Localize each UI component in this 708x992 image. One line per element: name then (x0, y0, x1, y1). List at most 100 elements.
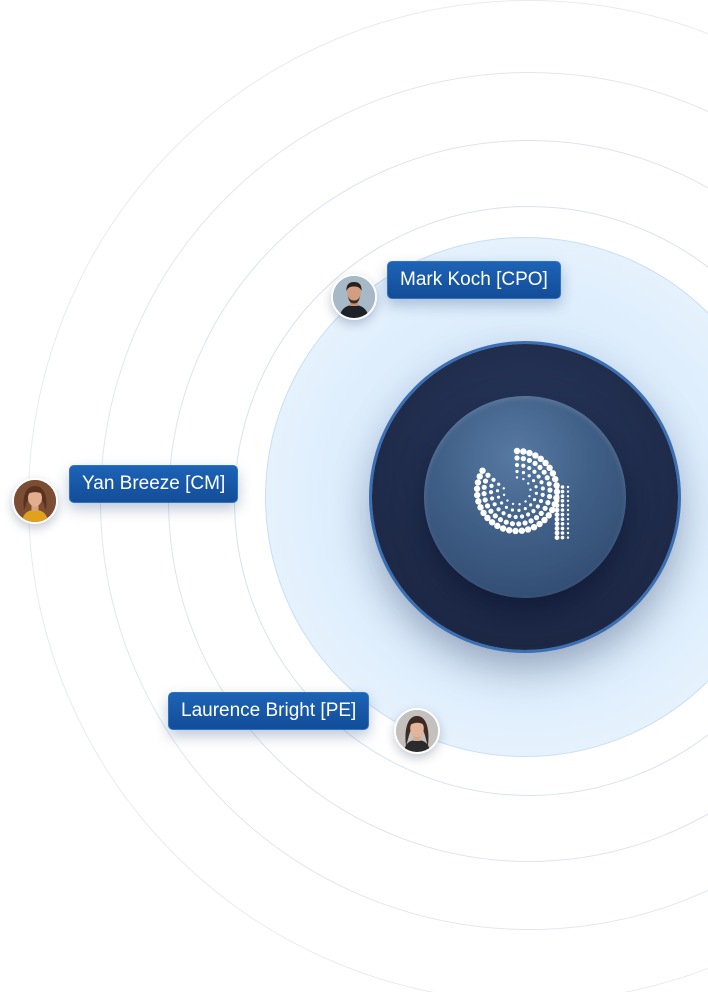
logo-dot (531, 479, 536, 483)
logo-dot (560, 494, 565, 498)
logo-dot (560, 508, 565, 512)
logo-dot (502, 487, 505, 490)
logo-dot (474, 479, 482, 486)
logo-dot (526, 457, 533, 464)
logo-dot (549, 470, 557, 477)
logo-dot (490, 496, 495, 501)
logo-dot (560, 512, 565, 517)
logo-dot (536, 520, 543, 528)
logo-dot (513, 447, 521, 455)
logo-dot (566, 522, 570, 525)
logo-dot (496, 507, 501, 512)
logo-dot (515, 469, 519, 474)
logo-dot (547, 487, 553, 493)
logo-dot (560, 522, 565, 526)
logo-dot (475, 498, 482, 505)
logo-dot (514, 462, 520, 468)
logo-dot (492, 513, 498, 519)
logo-dot (538, 510, 544, 516)
logo-dot (554, 516, 560, 522)
person-tag-label: Mark Koch [CPO] (400, 269, 548, 290)
logo-dot (503, 519, 509, 525)
dotted-a-logo-icon (473, 447, 570, 540)
logo-dot (560, 489, 565, 494)
logo-dot (504, 505, 509, 509)
logo-dot (531, 509, 536, 514)
logo-dot (538, 498, 544, 504)
logo-dot (566, 495, 570, 498)
logo-dot (541, 469, 547, 475)
logo-dot (554, 498, 560, 504)
logo-dot (548, 506, 556, 514)
logo-dot (484, 514, 491, 522)
logo-dot (510, 508, 515, 512)
logo-dot (522, 520, 528, 526)
logo-dot (512, 527, 519, 535)
logo-dot (554, 493, 560, 499)
logo-dot (554, 512, 560, 517)
avatar-mark-koch[interactable] (331, 274, 377, 320)
logo-dot (566, 485, 570, 489)
logo-dot (528, 494, 531, 498)
logo-dot (525, 512, 531, 517)
logo-dot (506, 499, 509, 502)
logo-dot (540, 486, 545, 491)
logo-dot (560, 517, 565, 521)
avatar-yan-breeze[interactable] (12, 478, 58, 524)
logo-dot (566, 490, 570, 493)
person-tag-yan-breeze[interactable]: Yan Breeze [CM] (69, 465, 239, 503)
logo-dot (488, 508, 494, 514)
logo-dot (546, 481, 552, 487)
person-tag-label: Laurence Bright [PE] (181, 700, 357, 721)
logo-dot (534, 491, 538, 495)
logo-dot (560, 499, 565, 503)
logo-dot (480, 509, 487, 517)
logo-dot (566, 527, 570, 530)
logo-dot (566, 518, 570, 521)
logo-dot (545, 500, 551, 506)
person-tag-laurence-bright[interactable]: Laurence Bright [PE] (168, 692, 370, 730)
logo-dot (499, 501, 504, 505)
logo-dot (522, 477, 525, 481)
avatar-laurence-bright[interactable] (394, 708, 440, 754)
logo-dot (511, 502, 515, 506)
female-portrait-icon (14, 480, 56, 522)
logo-dot (552, 476, 559, 483)
logo-dot (497, 482, 501, 486)
male-portrait-icon (333, 276, 375, 318)
logo-dot (526, 449, 533, 457)
logo-dot (481, 484, 487, 490)
logo-dot (554, 526, 560, 531)
logo-dot (524, 500, 527, 503)
logo-dot (542, 505, 548, 511)
logo-dot (554, 521, 560, 527)
logo-dot (566, 508, 570, 512)
logo-dot (521, 463, 526, 468)
logo-dot (560, 526, 565, 531)
logo-dot (529, 503, 533, 507)
logo-dot (554, 507, 560, 513)
logo-dot (528, 518, 534, 524)
logo-dot (485, 472, 491, 478)
logo-dot (494, 522, 501, 530)
logo-dot (495, 489, 500, 493)
logo-dot (509, 521, 516, 527)
logo-dot (479, 467, 486, 474)
logo-dot (541, 516, 548, 524)
logo-dot (554, 489, 560, 494)
logo-dot (519, 514, 525, 519)
logo-dot (481, 491, 487, 497)
logo-dot (491, 477, 496, 482)
logo-dot (474, 491, 481, 499)
logo-dot (514, 455, 520, 461)
logo-dot (517, 508, 521, 512)
logo-dot (532, 497, 537, 502)
logo-dot (527, 465, 532, 471)
person-tag-mark-koch[interactable]: Mark Koch [CPO] (387, 261, 561, 299)
logo-dot (534, 485, 538, 489)
logo-dot (513, 514, 518, 520)
logo-dot (537, 464, 543, 470)
logo-dot (476, 473, 483, 480)
logo-dot (482, 497, 488, 503)
